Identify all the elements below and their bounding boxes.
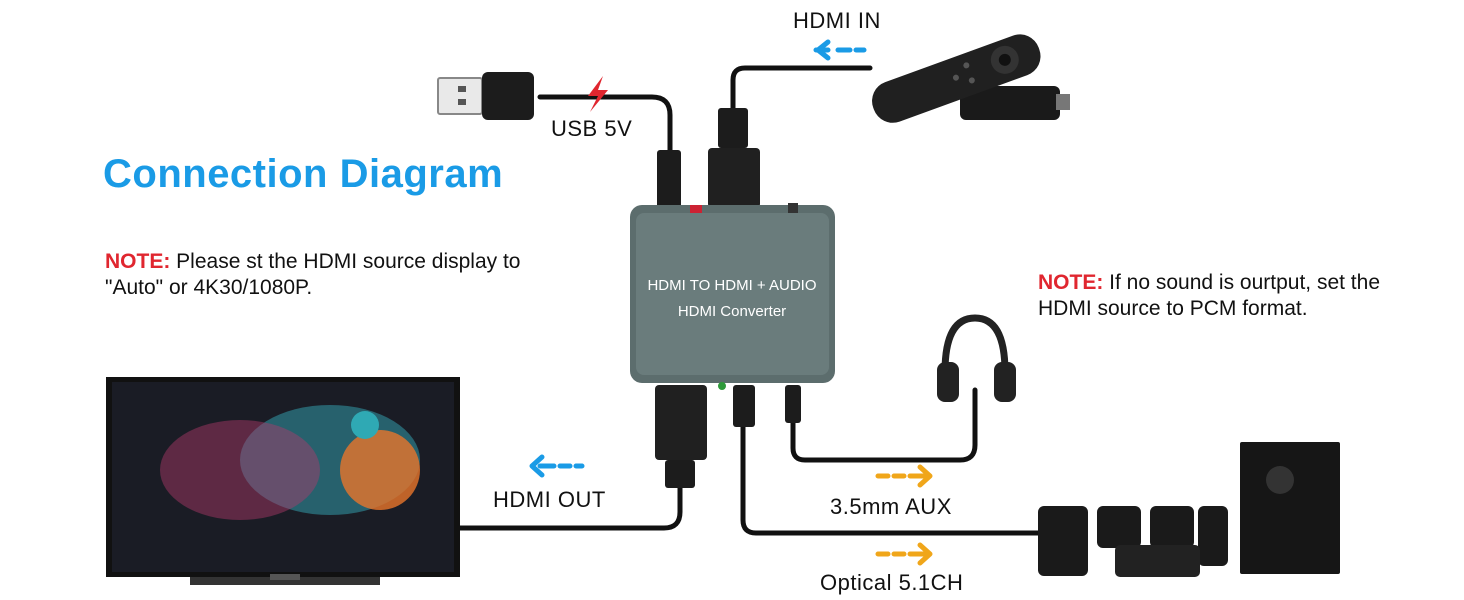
hdmi-out-plug <box>655 385 707 488</box>
optical-cable <box>740 422 1043 536</box>
hdmi-in-plug <box>708 108 760 208</box>
note-left-label: NOTE: <box>105 250 171 273</box>
label-aux: 3.5mm AUX <box>830 494 952 519</box>
page-title: Connection Diagram <box>103 152 504 196</box>
aux-plug <box>785 385 801 423</box>
device-line2: HDMI Converter <box>678 303 786 320</box>
note-right-label: NOTE: <box>1038 271 1104 294</box>
label-usb: USB 5V <box>551 116 633 141</box>
optical-arrow-icon <box>875 542 933 566</box>
note-left-text: Please st the HDMI source display to "Au… <box>105 250 521 299</box>
usb-plug-icon <box>437 72 534 120</box>
remote-icon <box>872 34 1041 123</box>
power-bolt-icon <box>588 76 608 112</box>
headphones-icon <box>937 314 1016 402</box>
speaker-system-icon <box>1038 442 1340 577</box>
note-right: NOTE: If no sound is ourtput, set the HD… <box>1038 270 1438 322</box>
note-left: NOTE: Please st the HDMI source display … <box>105 249 525 301</box>
tv-icon <box>106 377 460 585</box>
hdmi-out-arrow-icon <box>529 454 585 478</box>
hdmi-in-arrow-icon <box>813 39 867 61</box>
label-hdmi-out: HDMI OUT <box>493 487 606 512</box>
label-optical: Optical 5.1CH <box>820 570 964 595</box>
usb-cable <box>537 94 673 153</box>
note-right-text: If no sound is ourtput, set the HDMI sou… <box>1038 271 1380 320</box>
converter-device <box>630 203 835 383</box>
hdmi-out-cable <box>457 482 683 531</box>
aux-cable <box>790 387 978 463</box>
hdmi-in-cable <box>730 65 873 113</box>
aux-arrow-icon <box>875 464 933 488</box>
optical-plug <box>733 385 755 427</box>
streaming-stick-icon <box>960 86 1070 120</box>
label-hdmi-in: HDMI IN <box>793 8 881 33</box>
device-line1: HDMI TO HDMI + AUDIO <box>647 277 816 294</box>
dc-plug <box>657 150 681 212</box>
